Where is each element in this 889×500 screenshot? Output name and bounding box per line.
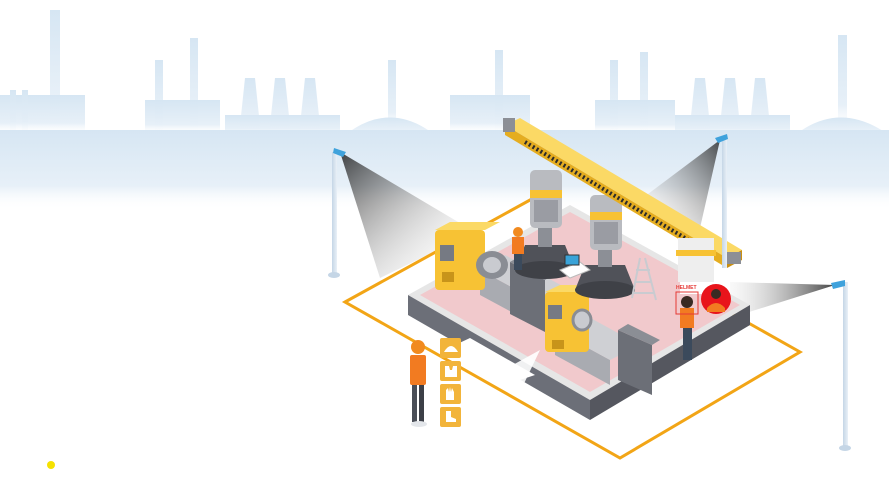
security-camera-icon	[831, 280, 845, 289]
ppe-icon-column	[440, 338, 461, 427]
press-unit-2	[575, 195, 635, 299]
camera-pole-left	[328, 148, 346, 278]
lathe-machine-2	[545, 285, 660, 395]
detection-label: HELMET	[676, 285, 697, 291]
worker-ppe-compliant	[410, 340, 427, 427]
press-unit-1	[515, 170, 575, 279]
lathe-machine-1	[435, 222, 570, 332]
security-camera-icon	[333, 148, 346, 157]
security-camera-icon	[715, 134, 728, 143]
camera-pole-center	[715, 134, 728, 268]
alert-worker-badge	[701, 284, 731, 314]
worker-detected	[680, 296, 694, 360]
factory-skyline	[0, 10, 889, 210]
laptop-station	[559, 254, 591, 279]
step-ladder	[631, 257, 657, 301]
indicator-dot	[47, 461, 55, 469]
worker-operator	[512, 227, 524, 270]
camera-pole-right	[831, 280, 851, 451]
detection-box	[675, 291, 699, 315]
